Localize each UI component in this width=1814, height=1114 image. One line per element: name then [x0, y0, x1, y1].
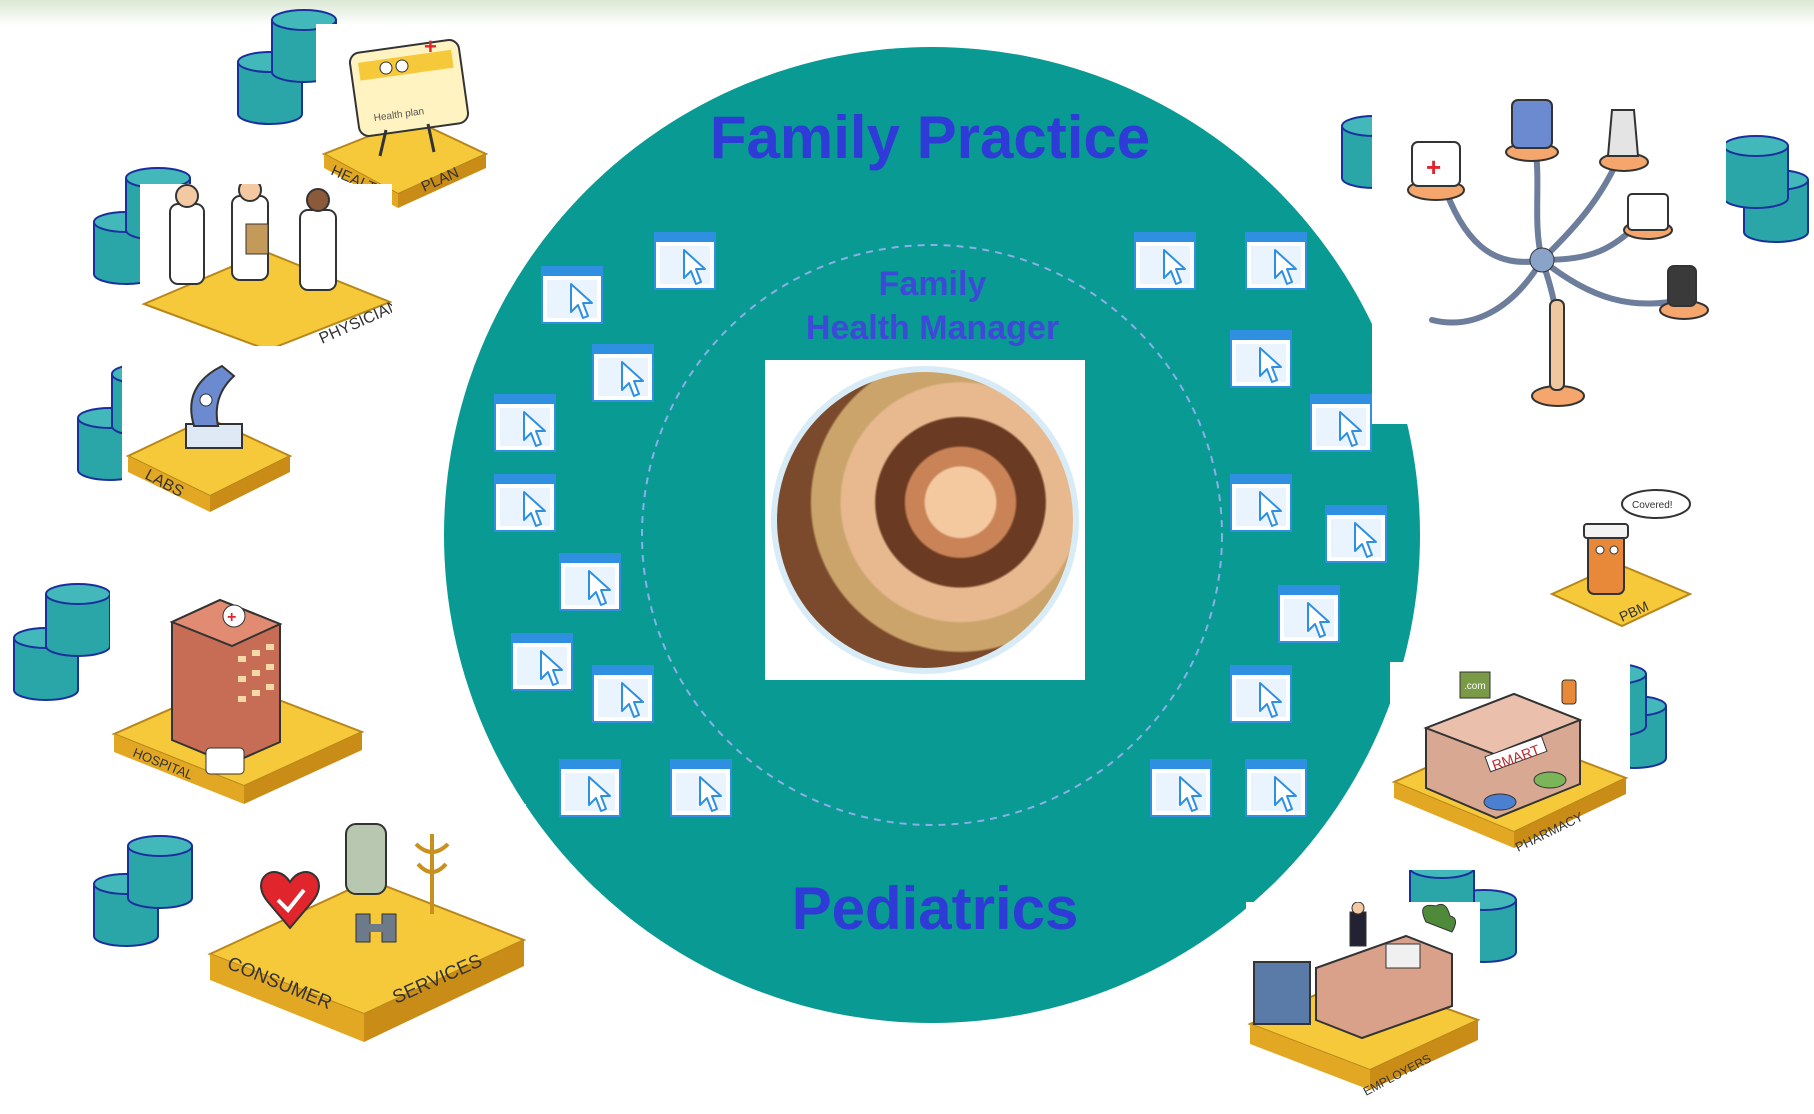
center-title-line1: Family: [878, 265, 987, 303]
inner-dashed-circle: [641, 244, 1223, 826]
window-cursor-icon[interactable]: [670, 759, 732, 822]
window-cursor-icon[interactable]: [559, 553, 621, 616]
devices-illustration[interactable]: +: [1372, 70, 1726, 424]
hospital-illustration[interactable]: + HOSPITAL: [110, 572, 366, 834]
window-cursor-icon[interactable]: [1230, 665, 1292, 728]
window-cursor-icon[interactable]: [541, 266, 603, 329]
svg-text:+: +: [1426, 152, 1441, 182]
window-cursor-icon[interactable]: [592, 344, 654, 407]
database-icon: [44, 582, 112, 663]
window-cursor-icon[interactable]: [1310, 394, 1372, 457]
pharmacy-screen-text: .com: [1464, 681, 1486, 692]
database-icon: [126, 834, 194, 915]
window-cursor-icon[interactable]: [511, 633, 573, 696]
window-cursor-icon[interactable]: [1230, 330, 1292, 393]
family-photo: [765, 360, 1085, 680]
window-cursor-icon[interactable]: [1245, 232, 1307, 295]
window-cursor-icon[interactable]: [1150, 759, 1212, 822]
employers-illustration[interactable]: EMPLOYERS: [1246, 902, 1480, 1114]
pharmacy-illustration[interactable]: RMART .com PHARMACY: [1390, 662, 1630, 870]
window-cursor-icon[interactable]: [1278, 585, 1340, 648]
family-practice-title: Family Practice: [709, 104, 1151, 171]
pbm-bubble-text: Covered!: [1632, 500, 1673, 511]
window-cursor-icon[interactable]: [1245, 759, 1307, 822]
consumer-services-illustration[interactable]: CONSUMER SERVICES: [206, 804, 526, 1058]
svg-text:+: +: [227, 609, 236, 626]
window-cursor-icon[interactable]: [1325, 505, 1387, 568]
health-plan-illustration[interactable]: + Health plan HEALTH PLAN: [316, 24, 492, 210]
labs-illustration[interactable]: LABS: [122, 346, 294, 534]
family-health-manager-title: Family Health Manager: [755, 262, 1110, 350]
database-icon: [1722, 134, 1790, 215]
pbm-illustration[interactable]: Covered! PBM: [1548, 484, 1694, 632]
physicians-illustration[interactable]: PHYSICIANS: [140, 184, 392, 350]
window-cursor-icon[interactable]: [592, 665, 654, 728]
window-cursor-icon[interactable]: [559, 759, 621, 822]
svg-text:+: +: [424, 34, 437, 59]
window-cursor-icon[interactable]: [1230, 474, 1292, 537]
center-title-line2: Health Manager: [805, 309, 1060, 347]
pediatrics-title: Pediatrics: [791, 875, 1079, 942]
window-cursor-icon[interactable]: [654, 232, 716, 295]
window-cursor-icon[interactable]: [1134, 232, 1196, 295]
window-cursor-icon[interactable]: [494, 474, 556, 537]
window-cursor-icon[interactable]: [494, 394, 556, 457]
mother-daughter-image: [777, 372, 1073, 668]
